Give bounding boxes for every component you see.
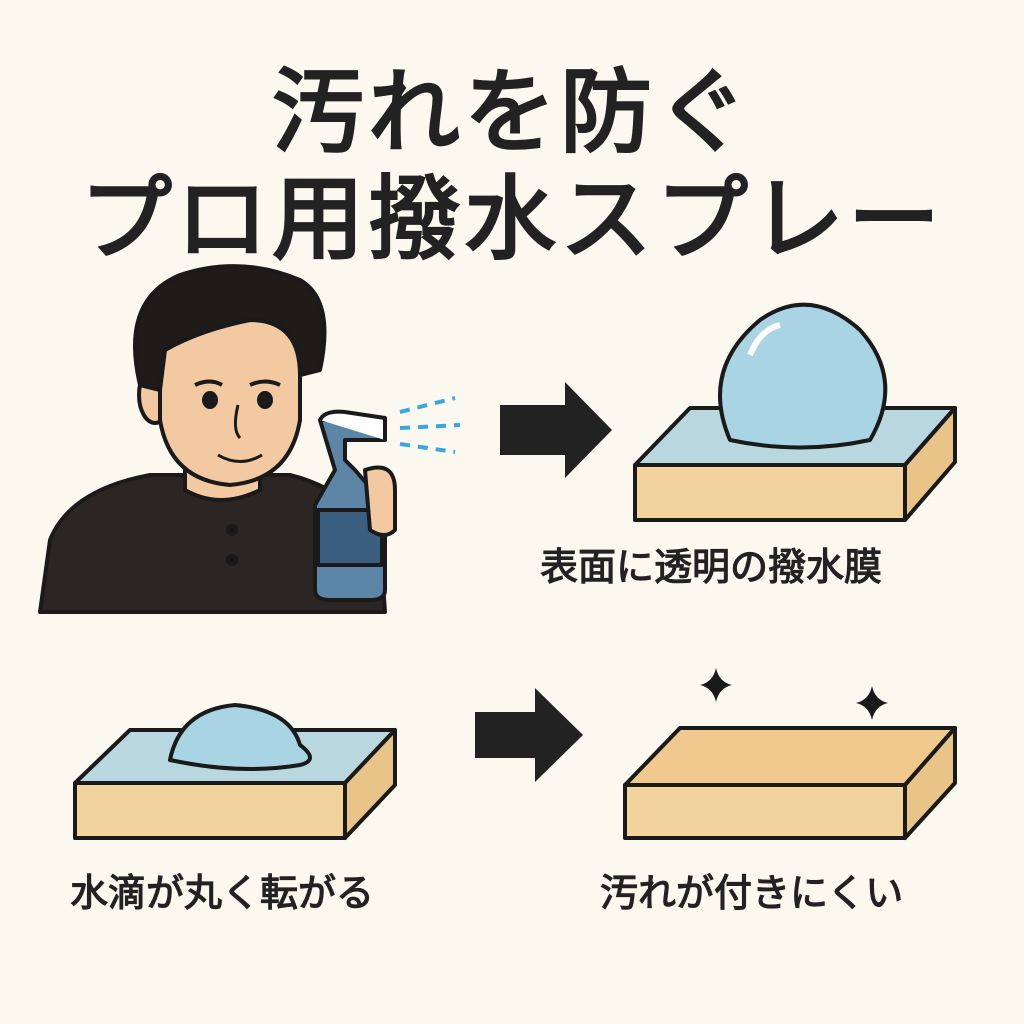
caption-bead: 水滴が丸く転がる [70,871,375,915]
block-with-water-drop [73,703,397,840]
arrow-right-icon [475,688,583,782]
man-spraying-illustration [38,264,461,614]
sparkle-icon [700,668,732,702]
caption-clean: 汚れが付きにくい [600,871,904,915]
spray-mist [399,396,461,454]
sparkle-icon [856,686,888,720]
caption-film: 表面に透明の撥水膜 [540,545,883,589]
title-line-2: プロ用撥水スプレー [79,166,944,273]
block-with-water-bead [633,302,957,522]
title-line-1: 汚れを防ぐ [271,59,752,166]
clean-block [623,726,957,840]
arrow-right-icon [500,382,612,478]
